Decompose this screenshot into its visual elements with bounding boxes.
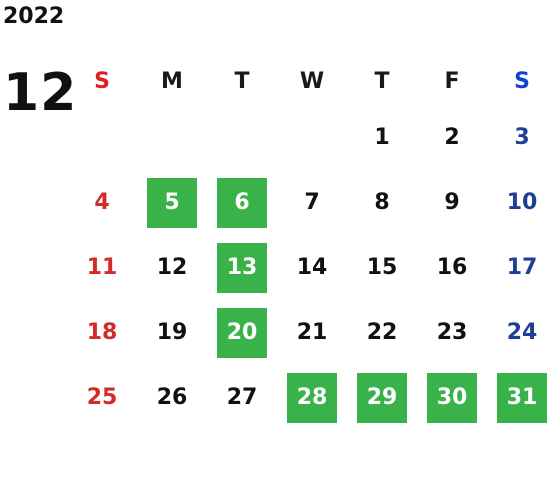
calendar-day-number: 7 <box>304 190 320 215</box>
calendar-day-number: 11 <box>86 255 118 280</box>
calendar-day: 2 <box>417 105 487 170</box>
calendar-day: 15 <box>347 235 417 300</box>
calendar-day-highlighted: 5 <box>137 170 207 235</box>
weekday-header-tuesday: T <box>234 68 250 94</box>
calendar-day-number: 22 <box>366 320 398 345</box>
calendar-empty-cell <box>207 105 277 170</box>
calendar-day-number: 28 <box>287 372 337 423</box>
calendar-empty-cell <box>67 105 137 170</box>
calendar-month: 12 <box>3 63 78 123</box>
calendar-day-number: 31 <box>497 372 547 423</box>
calendar-day-highlighted: 6 <box>207 170 277 235</box>
weekday-header-wednesday: W <box>299 68 325 94</box>
calendar-day: 4 <box>67 170 137 235</box>
calendar-day: 27 <box>207 365 277 430</box>
calendar-day: 17 <box>487 235 548 300</box>
calendar-day-number: 4 <box>94 190 110 215</box>
calendar-year: 2022 <box>3 4 65 29</box>
calendar-day-highlighted: 13 <box>207 235 277 300</box>
weekday-header-monday: M <box>161 68 183 94</box>
calendar-day: 25 <box>67 365 137 430</box>
calendar-day: 24 <box>487 300 548 365</box>
calendar-day: 23 <box>417 300 487 365</box>
calendar-day: 9 <box>417 170 487 235</box>
calendar-day: 22 <box>347 300 417 365</box>
calendar-day: 14 <box>277 235 347 300</box>
calendar-day: 16 <box>417 235 487 300</box>
calendar-day-number: 15 <box>366 255 398 280</box>
calendar-day-number: 30 <box>427 372 477 423</box>
calendar-day-number: 20 <box>217 307 267 358</box>
calendar-empty-cell <box>277 105 347 170</box>
calendar-day-number: 29 <box>357 372 407 423</box>
calendar-empty-cell <box>137 105 207 170</box>
calendar-day-number: 16 <box>436 255 468 280</box>
calendar-day-number: 25 <box>86 385 118 410</box>
weekday-header-friday: F <box>444 68 460 94</box>
calendar-day: 19 <box>137 300 207 365</box>
calendar-day-number: 27 <box>226 385 258 410</box>
calendar-day-highlighted: 31 <box>487 365 548 430</box>
calendar-day-highlighted: 28 <box>277 365 347 430</box>
calendar-day-number: 6 <box>217 177 267 228</box>
calendar-day-number: 24 <box>506 320 538 345</box>
calendar-day: 7 <box>277 170 347 235</box>
calendar-day-number: 21 <box>296 320 328 345</box>
calendar-day-number: 1 <box>374 125 390 150</box>
calendar-day-number: 12 <box>156 255 188 280</box>
calendar-day-number: 5 <box>147 177 197 228</box>
calendar-day-number: 23 <box>436 320 468 345</box>
calendar-day-number: 14 <box>296 255 328 280</box>
calendar-day-highlighted: 30 <box>417 365 487 430</box>
calendar-day-number: 13 <box>217 242 267 293</box>
calendar-day-number: 8 <box>374 190 390 215</box>
calendar-day: 10 <box>487 170 548 235</box>
calendar-day: 8 <box>347 170 417 235</box>
calendar-day-number: 10 <box>506 190 538 215</box>
calendar-day-number: 17 <box>506 255 538 280</box>
calendar-day: 26 <box>137 365 207 430</box>
weekday-header-saturday: S <box>514 68 530 94</box>
calendar-day-number: 26 <box>156 385 188 410</box>
calendar-day-number: 3 <box>514 125 530 150</box>
calendar-day-number: 18 <box>86 320 118 345</box>
calendar-day-highlighted: 29 <box>347 365 417 430</box>
weekday-header-sunday: S <box>94 68 110 94</box>
calendar-day: 12 <box>137 235 207 300</box>
calendar-day: 11 <box>67 235 137 300</box>
calendar-day-number: 2 <box>444 125 460 150</box>
calendar-day-number: 9 <box>444 190 460 215</box>
calendar-day: 1 <box>347 105 417 170</box>
calendar-day: 3 <box>487 105 548 170</box>
calendar-day-highlighted: 20 <box>207 300 277 365</box>
calendar-day: 21 <box>277 300 347 365</box>
weekday-header-thursday: T <box>374 68 390 94</box>
calendar-day-number: 19 <box>156 320 188 345</box>
calendar-day: 18 <box>67 300 137 365</box>
